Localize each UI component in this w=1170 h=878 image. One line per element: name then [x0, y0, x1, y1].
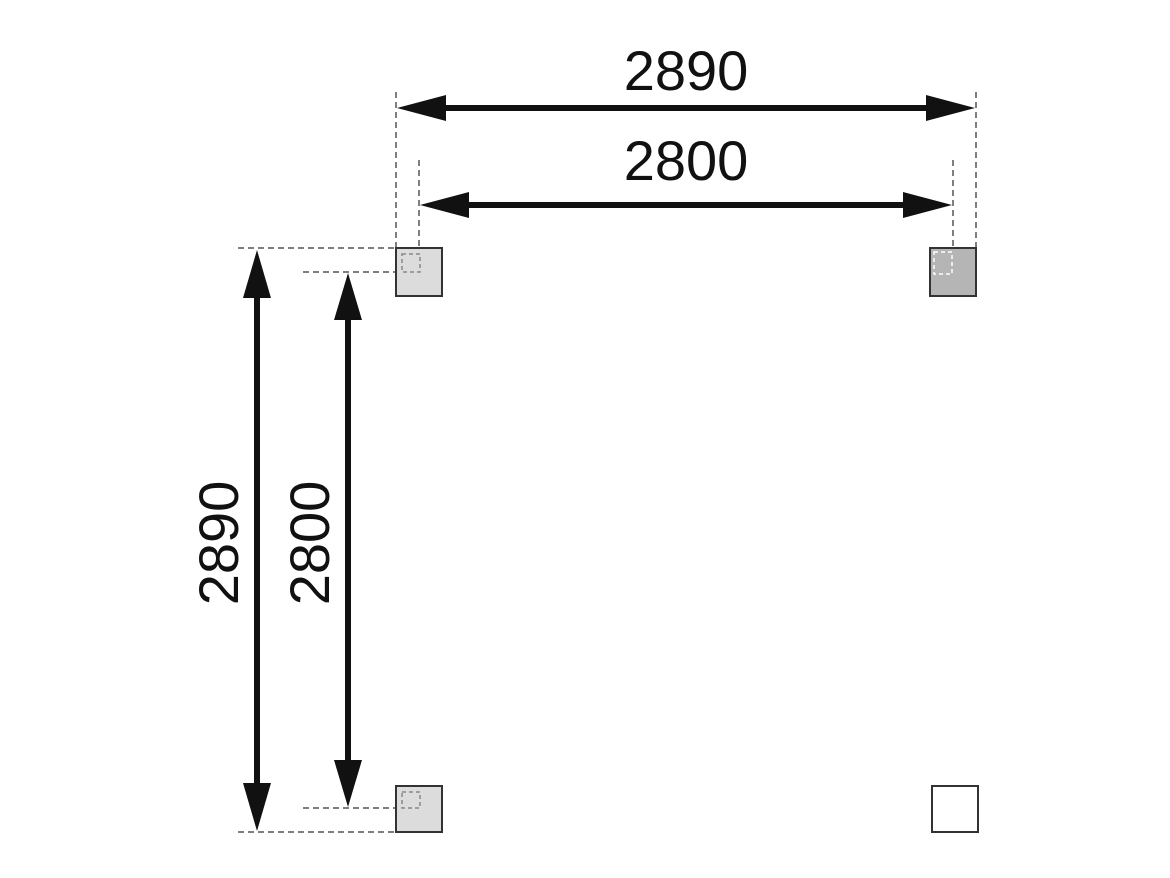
dimension-label-left-inner: 2800 — [278, 481, 341, 606]
posts — [395, 247, 979, 833]
dimension-top-inner: 2800 — [420, 129, 952, 218]
arrow-head-top-inner-left — [420, 192, 469, 218]
arrow-head-top-outer-left — [397, 95, 446, 121]
arrow-head-left-outer-bottom — [243, 783, 271, 831]
dimension-left-inner: 2800 — [278, 273, 362, 807]
dimension-label-top-inner: 2800 — [624, 129, 749, 192]
arrow-head-top-outer-right — [926, 95, 975, 121]
dimension-label-left-outer: 2890 — [187, 481, 250, 606]
post-top-left-inner-mark — [401, 253, 421, 273]
arrow-head-top-inner-right — [903, 192, 952, 218]
dimension-label-top-outer: 2890 — [624, 39, 749, 102]
post-bottom-left-inner-mark — [401, 791, 421, 809]
arrow-head-left-inner-bottom — [334, 760, 362, 807]
post-bottom-left — [395, 785, 443, 833]
post-top-right-inner-mark — [933, 251, 953, 275]
dimension-top-outer: 2890 — [397, 39, 975, 121]
dimension-left-outer: 2890 — [187, 250, 271, 831]
arrow-head-left-inner-top — [334, 273, 362, 320]
arrow-head-left-outer-top — [243, 250, 271, 298]
post-bottom-right — [931, 785, 979, 833]
post-top-right — [929, 247, 977, 297]
